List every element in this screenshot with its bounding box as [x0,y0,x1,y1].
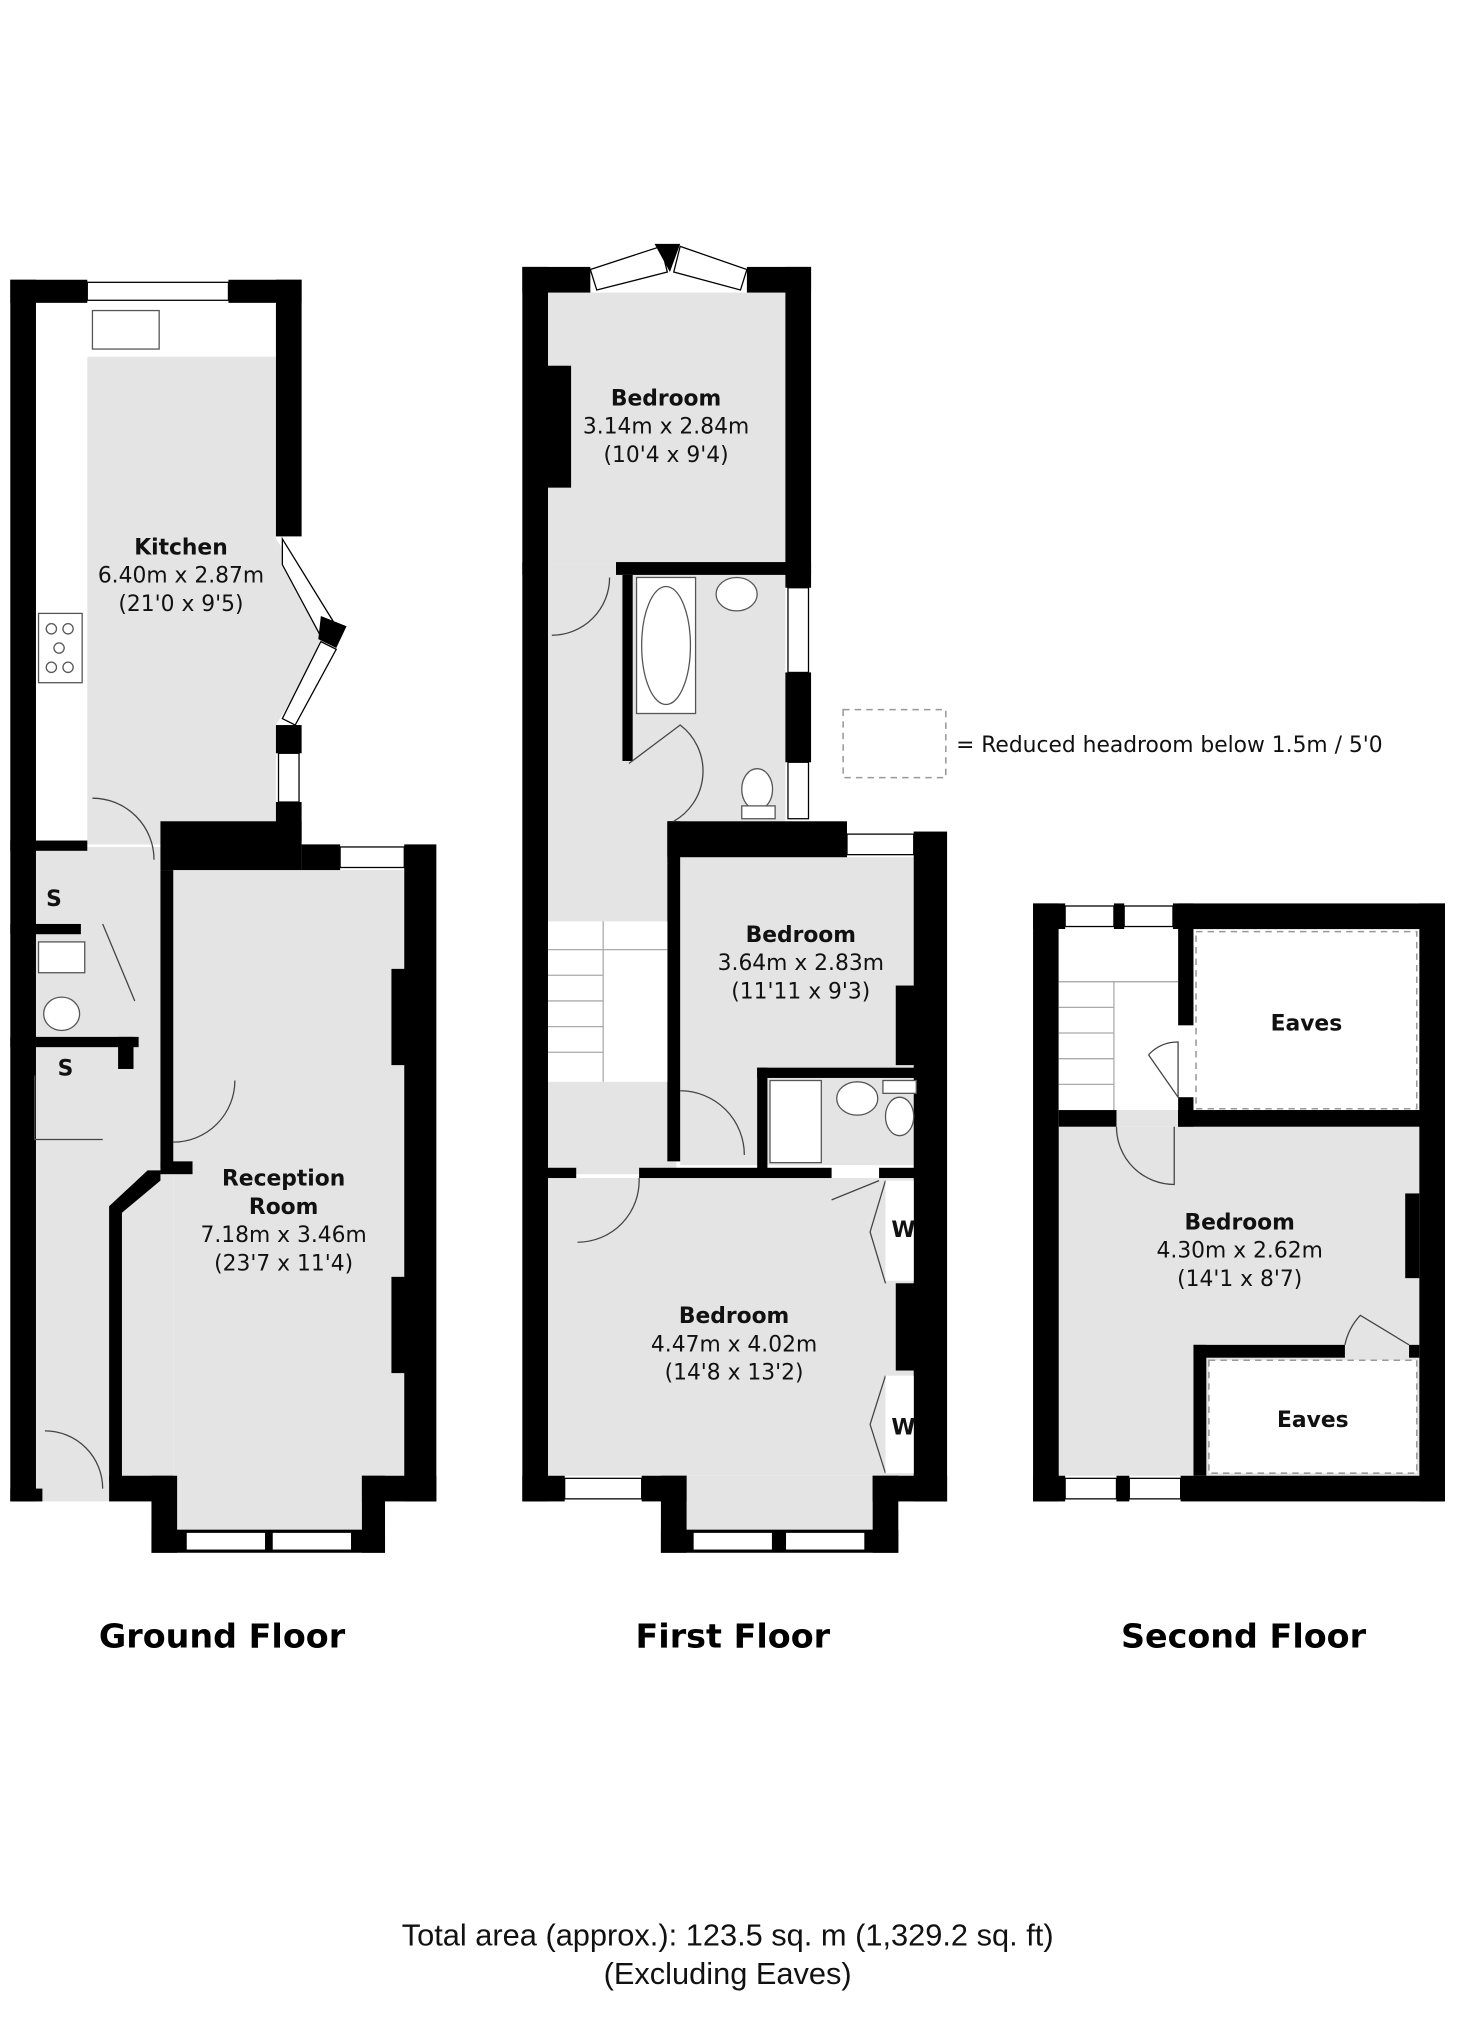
room-size-reception: 7.18m x 3.46m [200,1223,366,1248]
room-name-bedroom-1: Bedroom [611,387,721,412]
room-name-kitchen: Kitchen [134,535,228,560]
room-name-reception: Reception [222,1167,345,1192]
room-name-bedroom-3: Bedroom [679,1304,789,1329]
room-size-bedroom-3-imperial: (14'8 x 13'2) [665,1361,804,1386]
storage-label: S [46,887,62,912]
room-size-bedroom-4-imperial: (14'1 x 8'7) [1177,1267,1302,1292]
room-size-kitchen: 6.40m x 2.87m [98,564,264,589]
room-size-bedroom-2-imperial: (11'11 x 9'3) [731,979,870,1004]
floor-label-ground: Ground Floor [99,1617,346,1656]
wardrobe-label: W [891,1218,915,1243]
room-name-bedroom-2: Bedroom [746,923,856,948]
floor-label-second: Second Floor [1121,1617,1367,1656]
eaves-label: Eaves [1277,1408,1349,1433]
storage-label: S [58,1056,74,1081]
room-size-bedroom-2: 3.64m x 2.83m [718,951,884,976]
eaves-label: Eaves [1271,1011,1343,1036]
room-size-reception-imperial: (23'7 x 11'4) [214,1251,353,1276]
reduced-headroom-legend-swatch [842,708,947,779]
room-name-reception-2: Room [249,1195,318,1220]
room-size-bedroom-1-imperial: (10'4 x 9'4) [604,443,729,468]
room-size-kitchen-imperial: (21'0 x 9'5) [118,592,243,617]
room-size-bedroom-4: 4.30m x 2.62m [1157,1239,1323,1264]
room-size-bedroom-1: 3.14m x 2.84m [583,415,749,440]
room-name-bedroom-4: Bedroom [1184,1210,1294,1235]
first-floor-plan [522,243,948,1553]
second-floor-plan [1033,903,1445,1502]
floor-label-first: First Floor [635,1617,830,1656]
total-area-note: (Excluding Eaves) [604,1956,852,1991]
ground-floor-plan [10,279,437,1553]
legend-text: = Reduced headroom below 1.5m / 5'0 [956,733,1383,758]
room-size-bedroom-3: 4.47m x 4.02m [651,1332,817,1357]
total-area: Total area (approx.): 123.5 sq. m (1,329… [402,1917,1054,1952]
wardrobe-label: W [891,1416,915,1441]
